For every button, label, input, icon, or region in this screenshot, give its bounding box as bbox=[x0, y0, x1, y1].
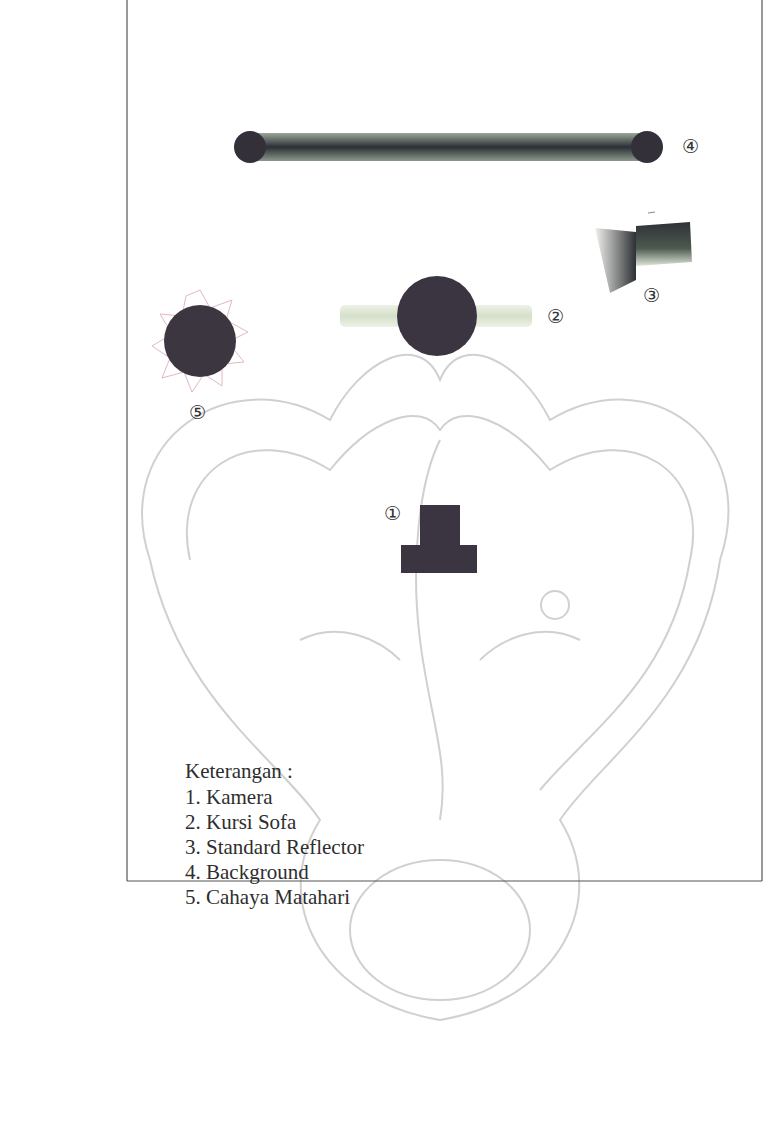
camera-symbol bbox=[401, 505, 477, 573]
legend-item: 2. Kursi Sofa bbox=[185, 810, 296, 834]
legend-item: 3. Standard Reflector bbox=[185, 835, 364, 859]
callout-number: ① bbox=[384, 503, 401, 525]
legend-item: 1. Kamera bbox=[185, 785, 272, 809]
legend-heading: Keterangan : bbox=[185, 759, 293, 783]
legend-item: 4. Background bbox=[185, 860, 309, 884]
callout-number: ⑤ bbox=[189, 402, 206, 424]
callout-number: ② bbox=[547, 306, 564, 328]
callout-number: ④ bbox=[682, 136, 699, 158]
watermark-logo bbox=[142, 355, 728, 1020]
sun-symbol bbox=[152, 290, 248, 392]
legend-item: 5. Cahaya Matahari bbox=[185, 885, 350, 909]
page-frame bbox=[127, 0, 762, 881]
sofa-symbol bbox=[340, 276, 532, 356]
background-symbol bbox=[234, 131, 663, 163]
callout-number: ③ bbox=[643, 285, 660, 307]
reflector-symbol bbox=[595, 212, 692, 293]
